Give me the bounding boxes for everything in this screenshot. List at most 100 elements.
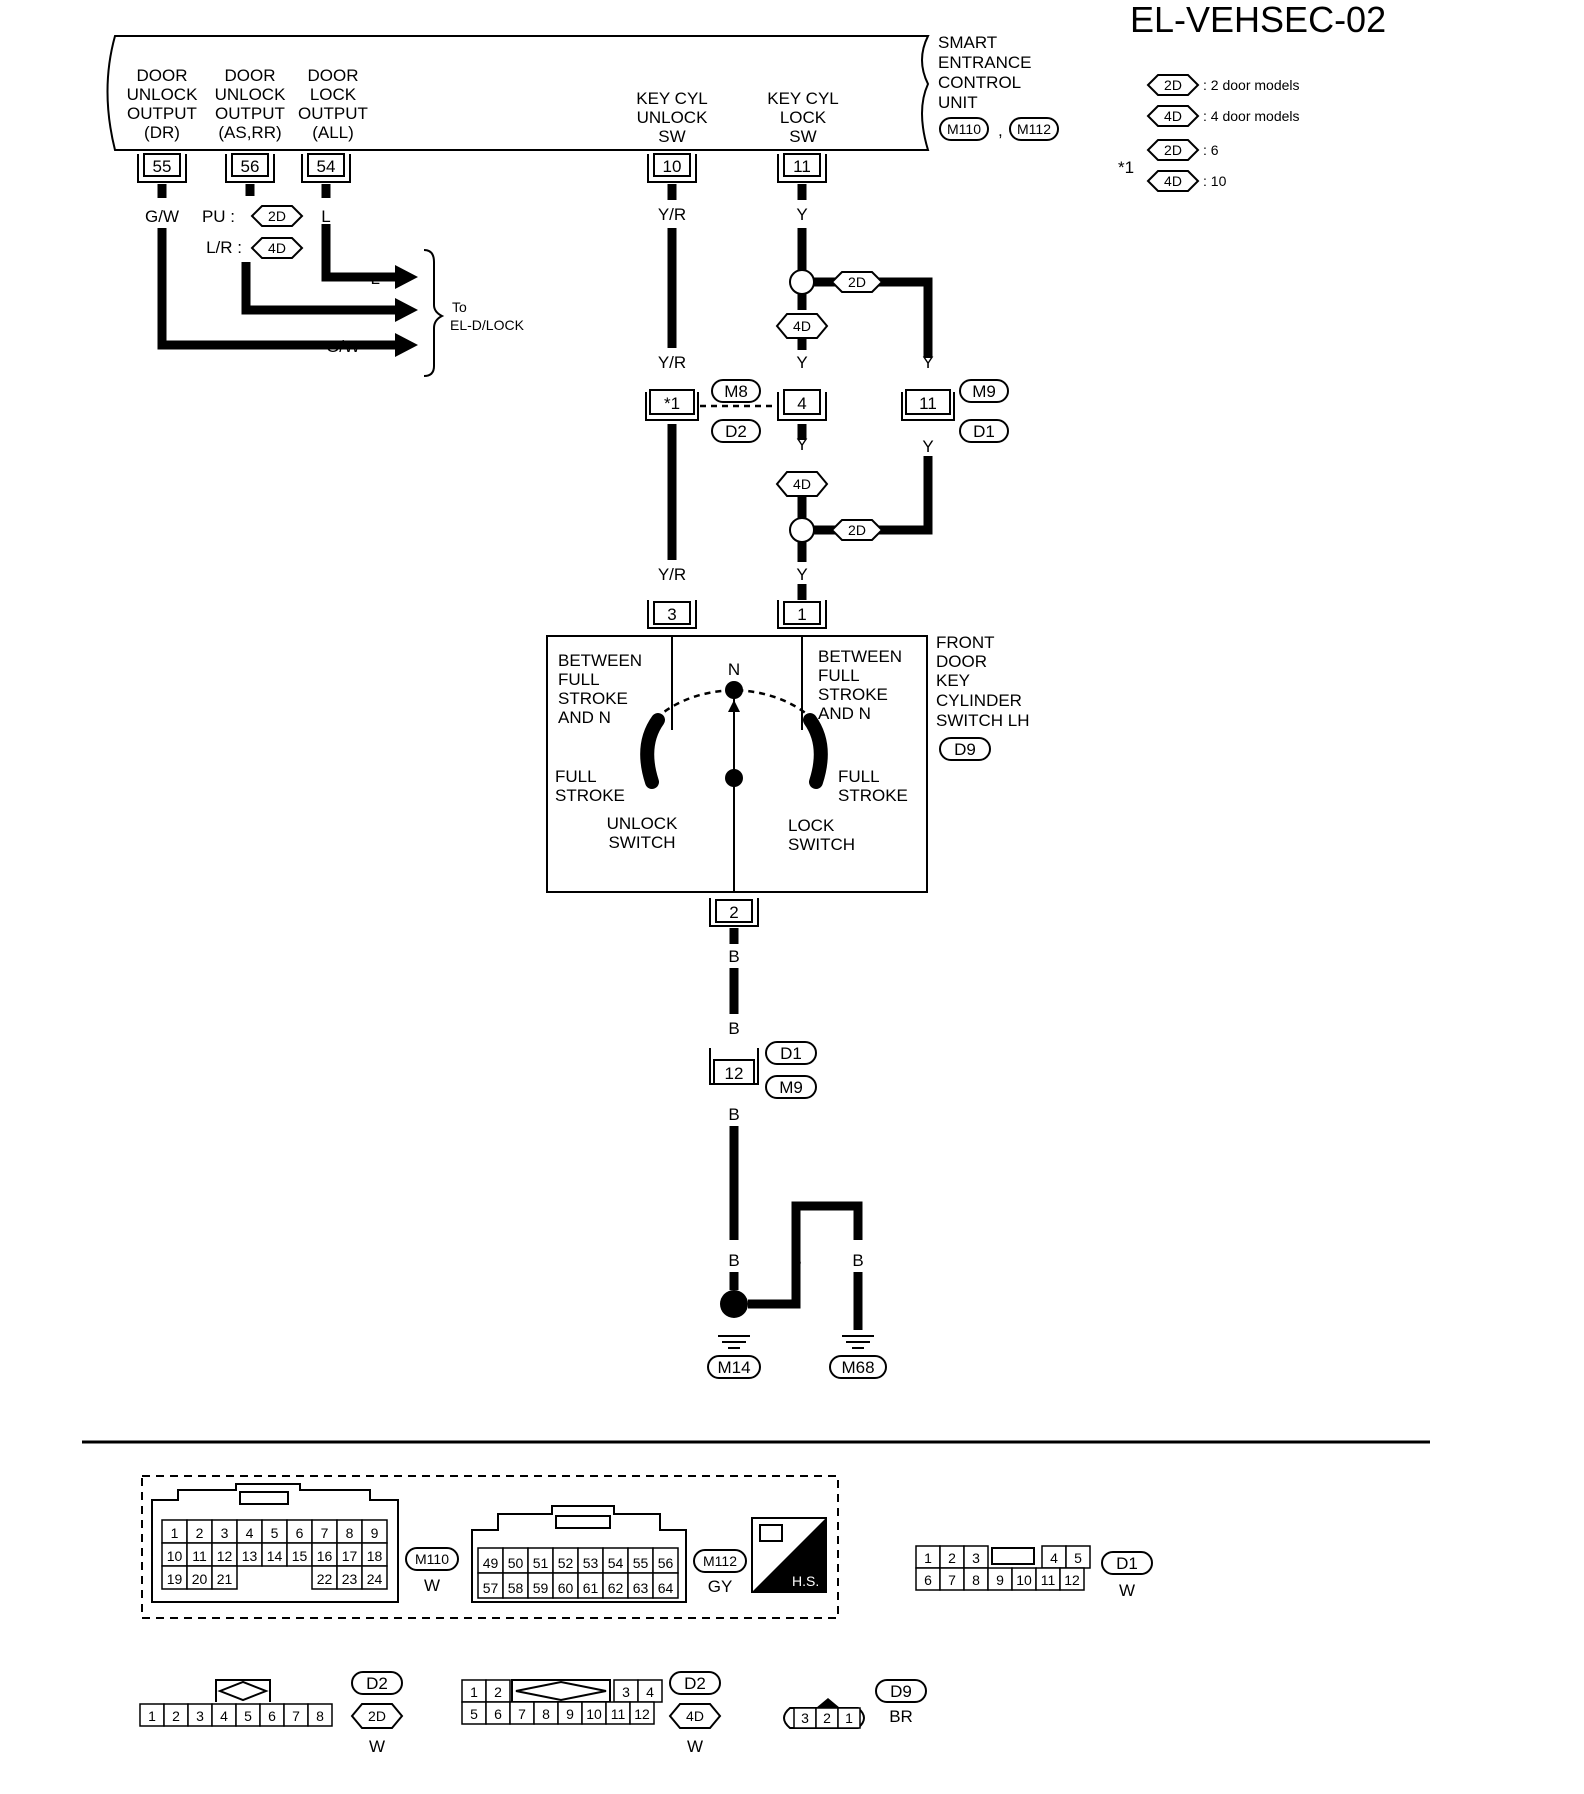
- m110-row2-pin: 15: [292, 1548, 308, 1564]
- d1-row2-pin: 7: [948, 1572, 956, 1588]
- wire-label-b-3: B: [728, 1105, 739, 1124]
- m110-row2-pin: 10: [167, 1548, 183, 1564]
- wire-label-gw-top: G/W: [145, 207, 179, 226]
- connector-m9: M9: [972, 382, 996, 401]
- m110-row2-pin: 17: [342, 1548, 358, 1564]
- d1-row1b-pin: 4: [1050, 1550, 1058, 1566]
- wire-label-y-1: Y: [796, 205, 807, 224]
- unit-connector-comma: ,: [998, 121, 1003, 140]
- d1-row2-cell: [1059, 1567, 1085, 1591]
- m112-row1-cell: [527, 1547, 554, 1574]
- unit-name-line-3: CONTROL: [938, 73, 1021, 92]
- connector-outline: [239, 1491, 289, 1505]
- connector-d1: D1: [973, 422, 995, 441]
- branch-tag-2d-top: 2D: [848, 274, 866, 290]
- switch-n: N: [728, 660, 740, 679]
- m112-row1-pin: 53: [583, 1555, 599, 1571]
- wire-label-b-5: B: [790, 1251, 801, 1270]
- d2b-row1a-pin: 2: [494, 1684, 502, 1700]
- pin-54: 54: [317, 157, 336, 176]
- connector-outline: [215, 1679, 271, 1702]
- left-between-4: AND N: [558, 708, 611, 727]
- d2b-view-label: D2: [684, 1674, 706, 1693]
- d2a-row-pin: 1: [148, 1708, 156, 1724]
- connector-outline: [511, 1679, 611, 1703]
- unit-name-line-2: ENTRANCE: [938, 53, 1032, 72]
- wire-label-pu: PU :: [202, 207, 235, 226]
- m112-row2-pin: 61: [583, 1580, 599, 1596]
- input-lock-line-2: LOCK: [780, 108, 827, 127]
- m110-row1-pin: 3: [221, 1525, 229, 1541]
- pin-1: 1: [797, 605, 806, 624]
- unlock-switch-1: UNLOCK: [607, 814, 679, 833]
- pin-10: 10: [663, 157, 682, 176]
- output-wires: G/W G/W PU : 2D L/R : 4D L L To EL-D/LOC…: [145, 184, 525, 377]
- full-left-1: FULL: [555, 767, 597, 786]
- d1-row1a-pin: 2: [948, 1550, 956, 1566]
- full-left-2: STROKE: [555, 786, 625, 805]
- output-all-line-4: (ALL): [312, 123, 354, 142]
- input-unlock-line-3: SW: [658, 127, 685, 146]
- ground-wire: 2 B B 12 D1 M9 B B B B M14 M68: [707, 898, 887, 1379]
- m110-row1-pin: 4: [246, 1525, 254, 1541]
- d2b-row2-pin: 7: [518, 1706, 526, 1722]
- unit-connector-a: M110: [947, 121, 981, 137]
- left-between-1: BETWEEN: [558, 651, 642, 670]
- branch-tag-2d-bottom: 2D: [848, 522, 866, 538]
- m110-row3b-pin: 24: [367, 1571, 383, 1587]
- ground-conn-d1: D1: [780, 1044, 802, 1063]
- d2b-row1b-pin: 3: [622, 1684, 630, 1700]
- m110-row1-pin: 2: [196, 1525, 204, 1541]
- unlock-switch-2: SWITCH: [608, 833, 675, 852]
- d2b-row1b-pin: 4: [646, 1684, 654, 1700]
- lr-tag-4d: 4D: [268, 240, 286, 256]
- pin-55: 55: [153, 157, 172, 176]
- pu-tag-2d: 2D: [268, 208, 286, 224]
- d1-row1a-pin: 3: [972, 1550, 980, 1566]
- m110-row2-pin: 12: [217, 1548, 233, 1564]
- full-right-2: STROKE: [838, 786, 908, 805]
- m112-row1-pin: 51: [533, 1555, 549, 1571]
- d2a-view-tag: 2D: [368, 1708, 386, 1724]
- legend: 2D : 2 door models 4D : 4 door models *1…: [1118, 74, 1300, 192]
- d2b-row2-cell: [629, 1701, 655, 1725]
- m112-row1-cell: [552, 1547, 579, 1574]
- right-between-4: AND N: [818, 704, 871, 723]
- wire-label-y-6: Y: [796, 565, 807, 584]
- m110-row2-pin: 16: [317, 1548, 333, 1564]
- output-dr-line-4: (DR): [144, 123, 180, 142]
- d2b-view-color: W: [687, 1737, 703, 1756]
- right-between-1: BETWEEN: [818, 647, 902, 666]
- d2b-view-tag: 4D: [686, 1708, 704, 1724]
- page-title: EL-VEHSEC-02: [1130, 0, 1386, 40]
- wire-label-b-6: B: [852, 1251, 863, 1270]
- m112-row2-cell: [627, 1572, 654, 1599]
- m110-row2-pin: 13: [242, 1548, 258, 1564]
- m112-row1-pin: 56: [658, 1555, 674, 1571]
- output-all-line-1: DOOR: [308, 66, 359, 85]
- legend-star-2d: : 6: [1203, 142, 1219, 158]
- legend-tag-4d: 4D: [1164, 108, 1182, 124]
- to-label-line-2: EL-D/LOCK: [450, 317, 525, 333]
- wire-label-b-4: B: [728, 1251, 739, 1270]
- d1-row1a-pin: 1: [924, 1550, 932, 1566]
- legend-star-tag-2d: 2D: [1164, 142, 1182, 158]
- unit-connector-b: M112: [1017, 121, 1051, 137]
- output-asrr-line-2: UNLOCK: [215, 85, 287, 104]
- d9-key-icon: [816, 1698, 840, 1708]
- m110-row2-pin: 14: [267, 1548, 283, 1564]
- input-lock-line-3: SW: [789, 127, 816, 146]
- switch-connector-d9: D9: [954, 740, 976, 759]
- wire-label-b-1: B: [728, 947, 739, 966]
- to-label-line-1: To: [452, 299, 467, 315]
- connector-outline: [555, 1515, 611, 1529]
- wire-label-lr: L/R :: [206, 238, 242, 257]
- legend-text-2d: : 2 door models: [1203, 77, 1300, 93]
- switch-name-4: CYLINDER: [936, 691, 1022, 710]
- output-asrr-line-3: OUTPUT: [215, 104, 285, 123]
- m112-row1-pin: 49: [483, 1555, 499, 1571]
- d2a-row-pin: 4: [220, 1708, 228, 1724]
